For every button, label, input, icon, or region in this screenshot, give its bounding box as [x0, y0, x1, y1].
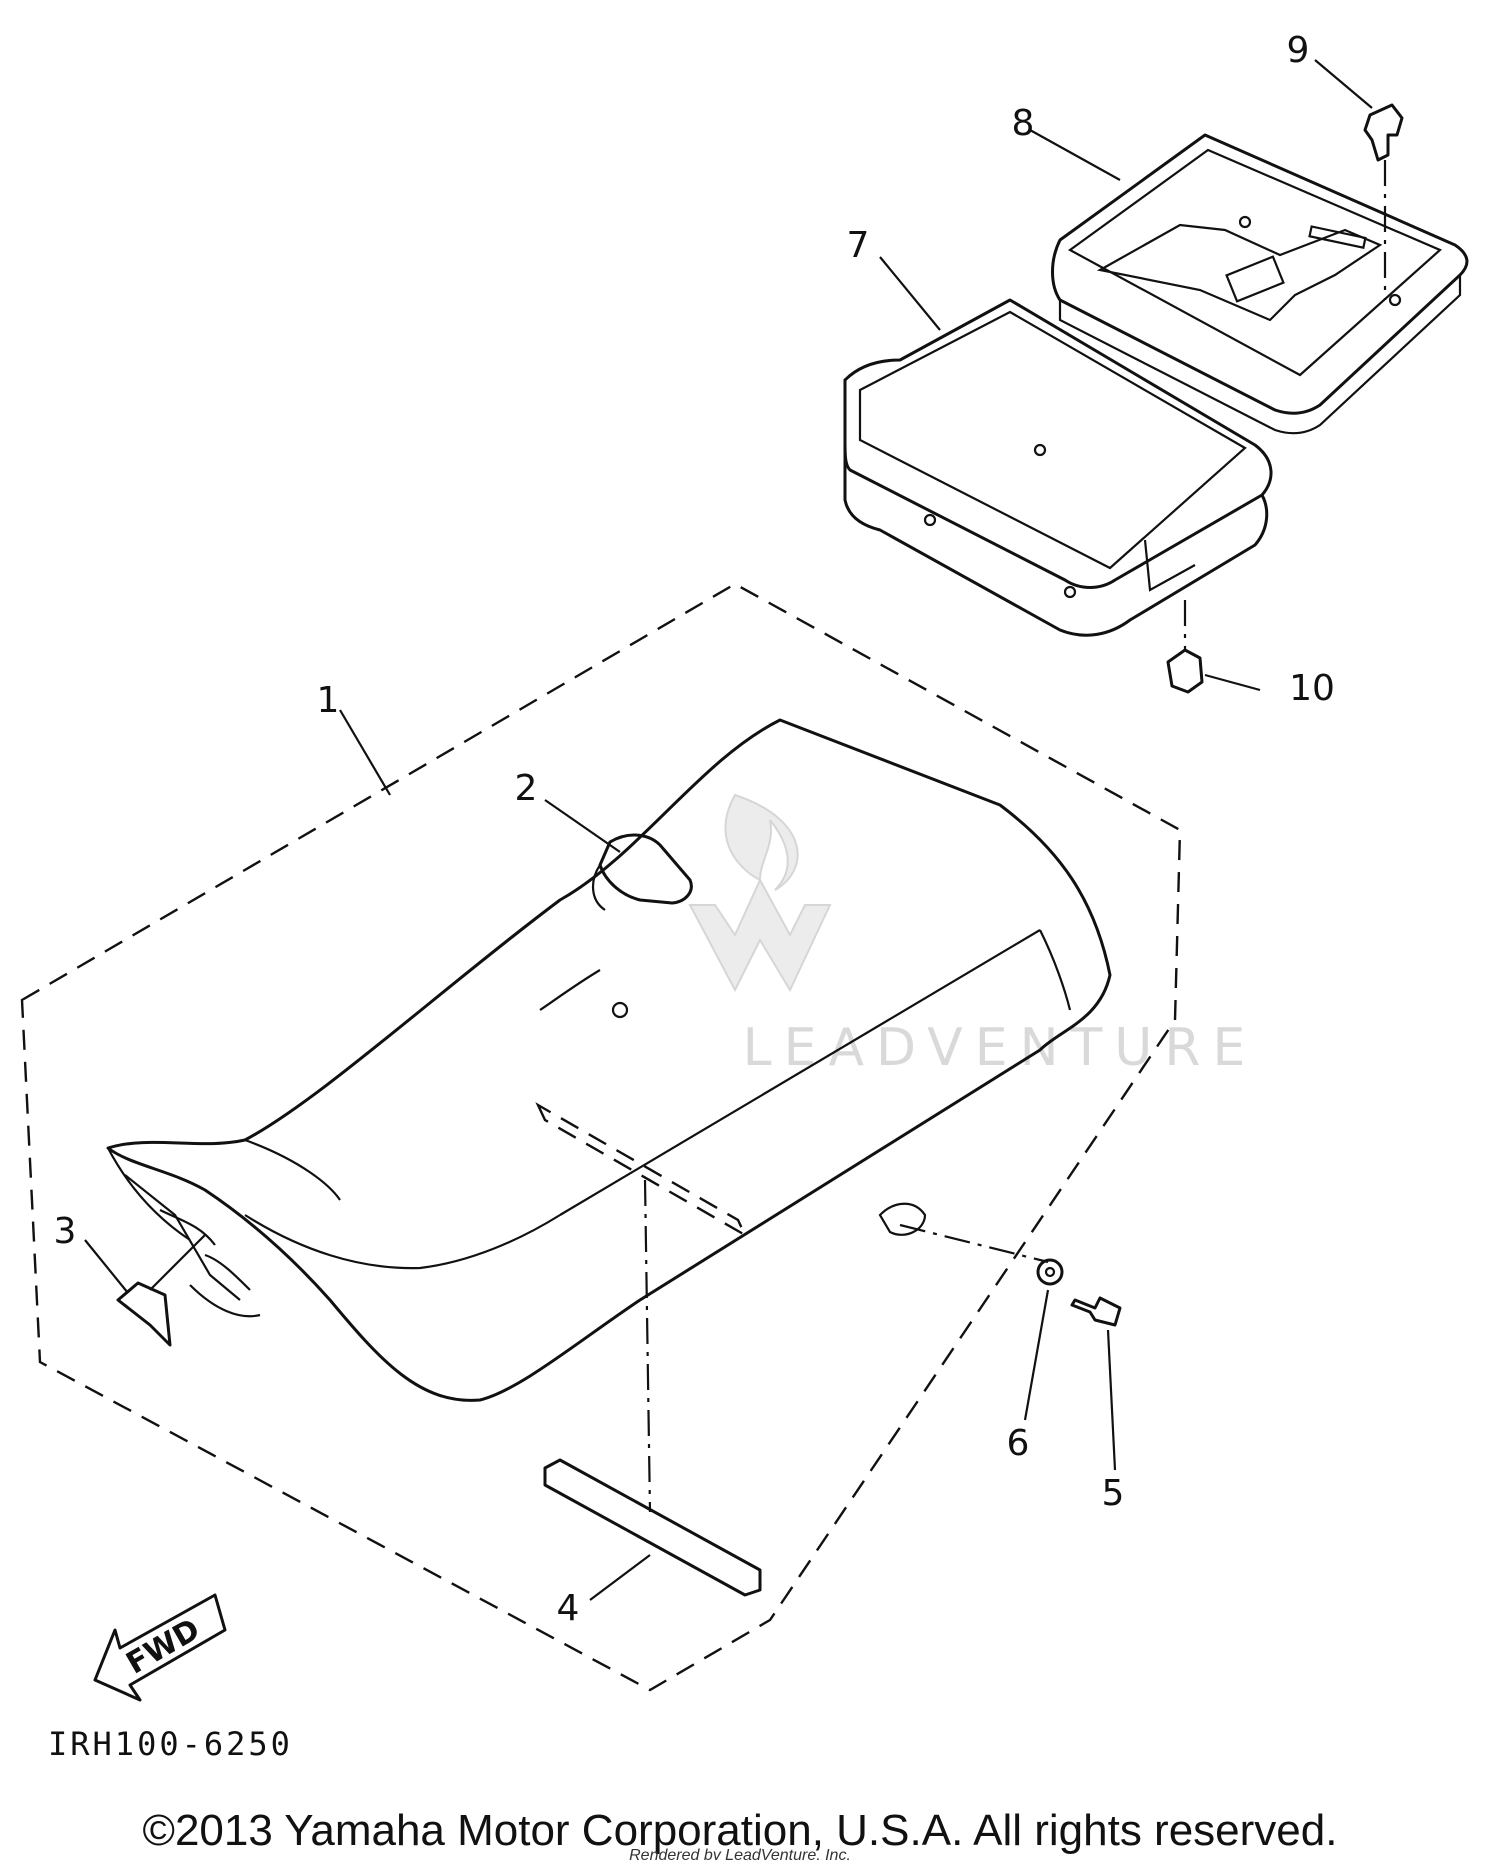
copyright-text: ©2013 Yamaha Motor Corporation, U.S.A. A… — [143, 1806, 1338, 1855]
part-10-nut — [1166, 648, 1204, 694]
callout-2: 2 — [515, 768, 538, 809]
assembly-boundary — [20, 582, 1182, 1692]
seat-drawing — [106, 718, 1112, 1402]
callout-numbers: 1 2 3 4 5 6 7 8 9 10 — [54, 30, 1335, 1629]
callout-1: 1 — [317, 680, 340, 721]
fwd-arrow: FWD — [93, 1593, 227, 1702]
callout-9: 9 — [1287, 30, 1310, 71]
callout-6: 6 — [1007, 1423, 1030, 1464]
part-7-storage-box — [843, 298, 1273, 637]
callout-3: 3 — [54, 1211, 77, 1252]
centerline-part-4 — [643, 1179, 652, 1513]
part-9-bolt — [1363, 103, 1404, 162]
part-6-washer — [1036, 1258, 1064, 1286]
rendered-by-text: Rendered by LeadVenture, Inc. — [629, 1847, 851, 1860]
watermark-text: LEADVENTURE — [743, 1018, 1258, 1078]
callout-4: 4 — [557, 1588, 580, 1629]
part-8-tray — [1051, 133, 1469, 435]
leadventure-watermark: LEADVENTURE — [688, 793, 1258, 1078]
part-3-lock — [116, 1281, 172, 1347]
callout-10: 10 — [1289, 668, 1335, 709]
callout-7: 7 — [847, 225, 870, 266]
part-4-strap — [543, 1458, 762, 1597]
diagram-code: IRH100-6250 — [48, 1725, 293, 1763]
part-5-bolt — [1070, 1296, 1122, 1327]
callout-8: 8 — [1012, 103, 1035, 144]
centerline-part-6 — [899, 1223, 1049, 1264]
callout-5: 5 — [1102, 1473, 1125, 1514]
leader-lines — [84, 59, 1373, 1601]
